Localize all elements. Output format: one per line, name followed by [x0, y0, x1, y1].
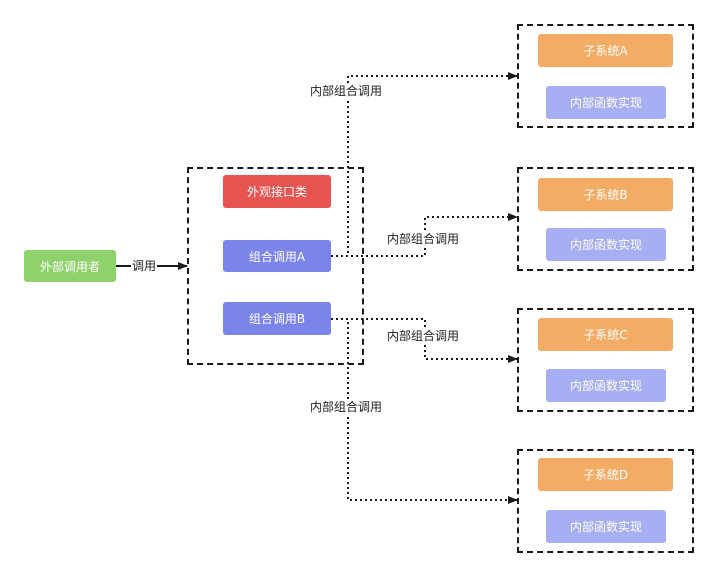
subsystem-b-impl[interactable]: 内部函数实现: [546, 228, 666, 261]
internal-call-edge-a: [331, 72, 518, 257]
compose-call-a-node[interactable]: 组合调用A: [223, 240, 331, 272]
subsystem-b-title[interactable]: 子系统B: [538, 178, 673, 211]
subsystem-a-container: [517, 24, 694, 128]
compose-call-b-node[interactable]: 组合调用B: [223, 302, 331, 335]
internal-call-edge-c: [331, 318, 518, 363]
facade-class-node[interactable]: 外观接口类: [223, 175, 331, 208]
subsystem-b-container: [517, 167, 694, 271]
internal-call-label-d: 内部组合调用: [309, 400, 384, 414]
subsystem-d-title[interactable]: 子系统D: [538, 458, 673, 491]
internal-call-label-c: 内部组合调用: [386, 329, 461, 343]
subsystem-d-impl[interactable]: 内部函数实现: [546, 510, 666, 543]
facade-container: [187, 167, 364, 365]
subsystem-d-container: [517, 449, 694, 553]
internal-call-edge-b: [331, 213, 518, 257]
call-edge-label: 调用: [131, 259, 158, 273]
subsystem-a-title[interactable]: 子系统A: [538, 34, 673, 67]
subsystem-a-impl[interactable]: 内部函数实现: [546, 86, 666, 119]
internal-call-label-a: 内部组合调用: [309, 84, 384, 98]
subsystem-c-impl[interactable]: 内部函数实现: [546, 369, 666, 402]
subsystem-c-title[interactable]: 子系统C: [538, 318, 673, 351]
external-caller-node[interactable]: 外部调用者: [24, 250, 116, 282]
internal-call-label-b: 内部组合调用: [386, 232, 461, 246]
subsystem-c-container: [517, 308, 694, 412]
